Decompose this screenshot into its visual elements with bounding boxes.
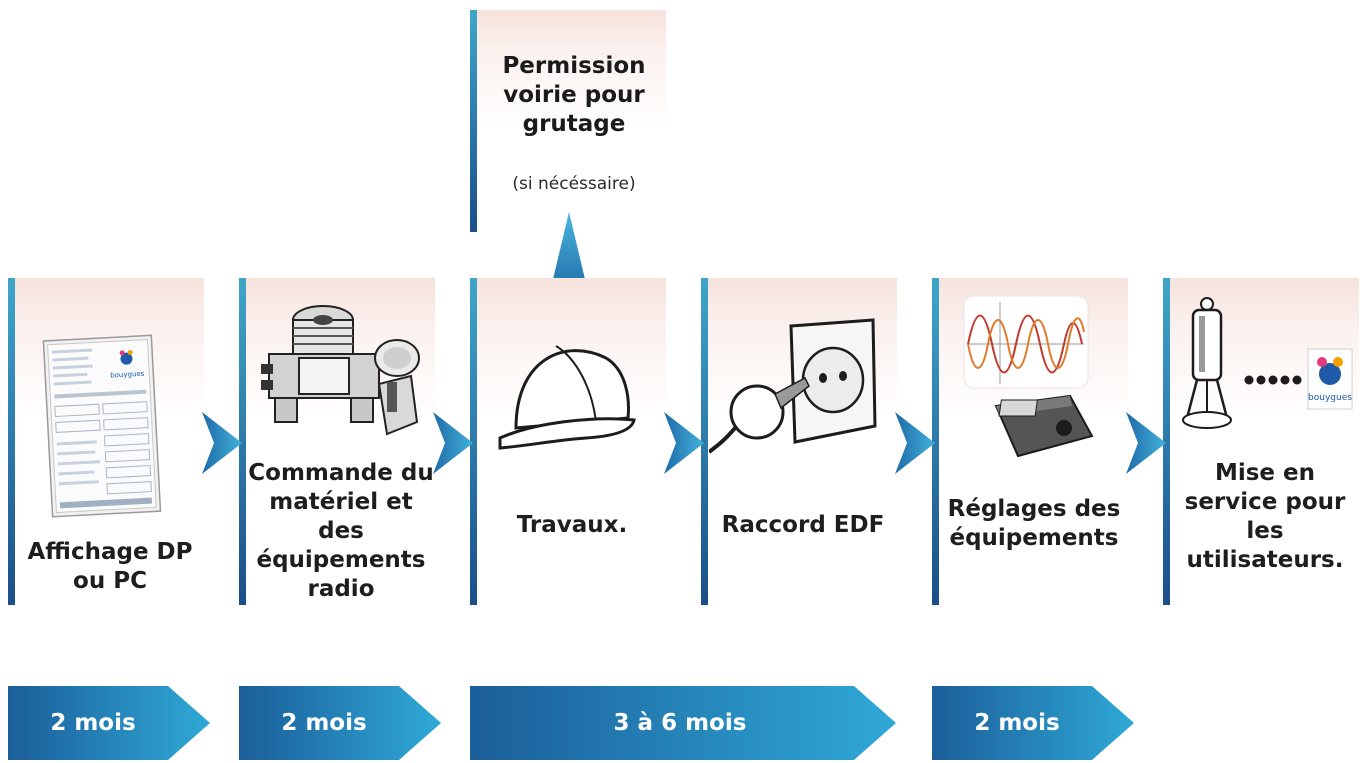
radio-equipment-icon	[261, 305, 420, 436]
card-accent-bar	[932, 278, 939, 605]
chevron-right-icon	[433, 412, 473, 474]
duration-label: 2 mois	[974, 710, 1060, 736]
card-accent-bar	[470, 10, 477, 232]
crane-permit-card: Permission voirie pour grutage (si nécés…	[470, 10, 666, 232]
up-arrow-icon	[549, 212, 589, 296]
bouygues-logo-icon: bouygues	[1307, 348, 1353, 410]
duration-arrow: 2 mois	[932, 686, 1134, 760]
card-accent-bar	[239, 278, 246, 605]
signal-meter-icon	[963, 296, 1094, 458]
step-label: Raccord EDF	[721, 512, 885, 538]
step-card-works: Travaux.	[470, 278, 666, 605]
card-accent-bar	[8, 278, 15, 605]
crane-permit-note: (si nécéssaire)	[512, 174, 636, 194]
power-socket-icon	[709, 318, 877, 454]
step-card-equipment-order: Commande du matériel et des équipements …	[239, 278, 435, 605]
step-label: Affichage DP ou PC	[27, 539, 193, 594]
chevron-right-icon	[895, 412, 935, 474]
duration-arrow: 2 mois	[239, 686, 441, 760]
dotted-link-icon	[1244, 375, 1302, 385]
chevron-right-icon	[1126, 412, 1166, 474]
chevron-right-icon	[664, 412, 704, 474]
hard-hat-icon	[498, 345, 636, 450]
chevron-right-icon	[202, 412, 242, 474]
duration-label: 2 mois	[50, 710, 136, 736]
duration-arrow: 2 mois	[8, 686, 210, 760]
crane-permit-title: Permission voirie pour grutage	[502, 53, 646, 137]
step-label: Mise en service pour les utilisateurs.	[1184, 460, 1346, 573]
step-label: Commande du matériel et des équipements …	[248, 460, 434, 602]
permit-form-icon: bouygues	[42, 334, 162, 518]
svg-text:bouygues: bouygues	[1308, 393, 1352, 403]
svg-text:bouygues: bouygues	[110, 370, 145, 380]
step-card-commissioning: bouygues Mise en service pour les utilis…	[1163, 278, 1359, 605]
duration-label: 3 à 6 mois	[613, 710, 747, 736]
step-label: Réglages des équipements	[947, 496, 1121, 551]
antenna-icon	[1182, 297, 1232, 429]
card-accent-bar	[701, 278, 708, 605]
duration-arrow: 3 à 6 mois	[470, 686, 896, 760]
step-label: Travaux.	[516, 512, 628, 538]
card-accent-bar	[1163, 278, 1170, 605]
step-card-equipment-tuning: Réglages des équipements	[932, 278, 1128, 605]
duration-label: 2 mois	[281, 710, 367, 736]
step-card-edf-connection: Raccord EDF	[701, 278, 897, 605]
step-card-display-permit: bouygues Affichage DP ou PC	[8, 278, 204, 605]
card-accent-bar	[470, 278, 477, 605]
